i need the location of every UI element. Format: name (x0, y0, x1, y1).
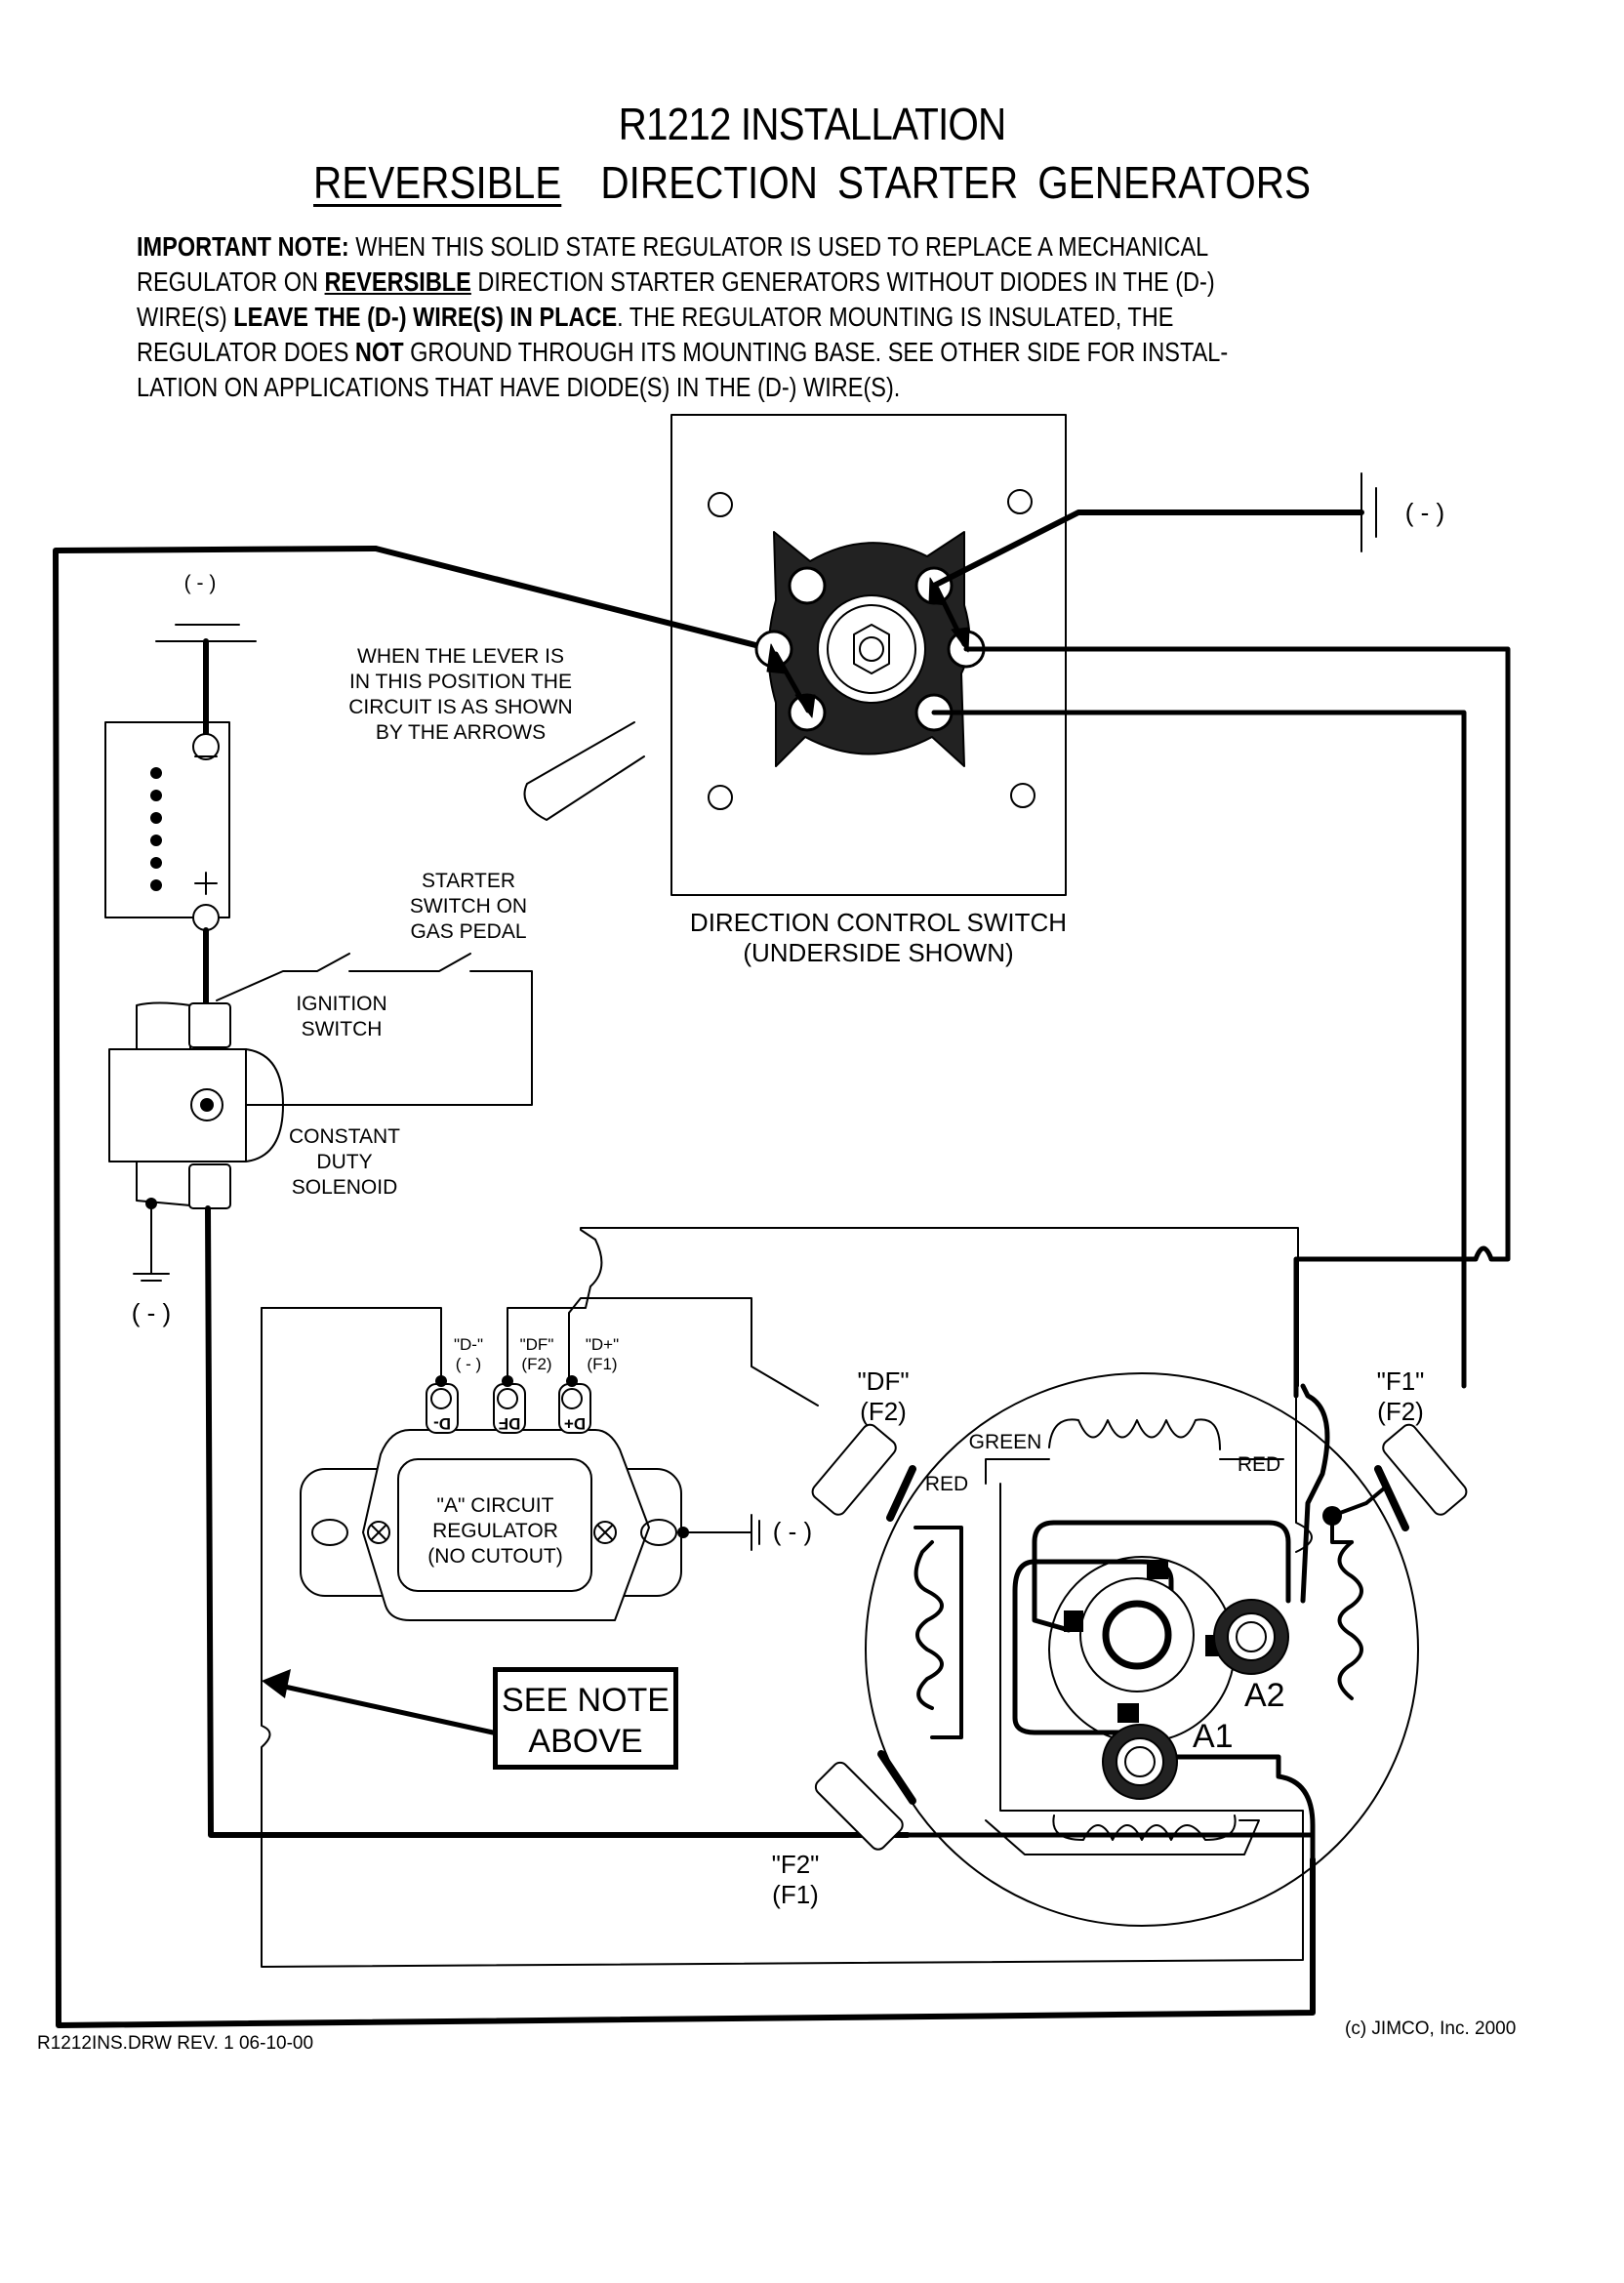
solenoid-line: SOLENOID (291, 1176, 398, 1199)
battery (104, 721, 230, 918)
terminal-alias: (F2) (860, 1397, 907, 1426)
generator-housing (865, 1372, 1419, 1927)
regulator-line: "A" CIRCUIT (436, 1494, 554, 1517)
terminal-alias: (F1) (772, 1880, 819, 1909)
terminal-alias: (F1) (587, 1355, 618, 1373)
note-label: IMPORTANT NOTE: (137, 231, 349, 262)
wire-red-left-label: RED (924, 1473, 969, 1495)
ignition-switch-line: SWITCH (301, 1018, 383, 1040)
see-note-box: SEE NOTE ABOVE (493, 1667, 678, 1770)
lever-note: WHEN THE LEVER IS IN THIS POSITION THE C… (334, 644, 588, 746)
terminal-name: "DF" (519, 1335, 554, 1354)
regulator-line: (NO CUTOUT) (427, 1545, 563, 1568)
wire-green-label: GREEN (968, 1431, 1042, 1453)
starter-switch-label: STARTER SWITCH ON GAS PEDAL (390, 869, 547, 945)
terminal-alias: (F2) (521, 1355, 552, 1373)
field-coil-left (914, 1540, 944, 1710)
note-text-3: . THE REGULATOR MOUNTING IS INSULATED, T… (137, 302, 1174, 367)
field-coil-bottom (1052, 1814, 1237, 1841)
note-emph-not: NOT (354, 337, 404, 367)
regulator-ground-label: ( - ) (772, 1517, 813, 1546)
wire-outer-loop (53, 546, 1316, 2028)
important-note: IMPORTANT NOTE: WHEN THIS SOLID STATE RE… (137, 229, 1284, 405)
starter-switch-line: SWITCH ON (409, 895, 528, 917)
subtitle-reversible: REVERSIBLE (313, 157, 562, 208)
terminal-a1-label: A1 (1193, 1718, 1234, 1755)
note-emph-reversible: REVERSIBLE (324, 266, 471, 297)
copyright: (c) JIMCO, Inc. 2000 (1345, 2018, 1517, 2039)
starter-switch-line: STARTER (421, 870, 516, 892)
solenoid-body (108, 1048, 247, 1162)
wire-solenoid-generator (205, 1205, 911, 1838)
wire-switch-right2 (931, 710, 1467, 1389)
solenoid-label: CONSTANT DUTY SOLENOID (281, 1124, 408, 1201)
reg-terminal-dminus-label: "D-" ( - ) (444, 1335, 493, 1374)
lever-note-line: BY THE ARROWS (375, 721, 547, 744)
wire-switch-left (373, 546, 774, 652)
reg-terminal-dplus-label: "D+" (F1) (578, 1335, 627, 1374)
note-text-2: DIRECTION STARTER GENERATORS WITHOUT DIO… (137, 266, 1215, 332)
reg-terminal-df-label: "DF" (F2) (512, 1335, 561, 1374)
terminal-alias: ( - ) (455, 1355, 482, 1373)
note-emph-leave: LEAVE THE (D-) WIRE(S) IN PLACE (233, 302, 618, 332)
terminal-a2-label: A2 (1244, 1677, 1285, 1714)
battery-ground-label: ( - ) (183, 572, 217, 594)
subtitle-rest: DIRECTION STARTER GENERATORS (600, 157, 1311, 208)
starter-switch-line: GAS PEDAL (410, 920, 527, 943)
switch-ground-label: ( - ) (1404, 498, 1445, 527)
gen-f2-label: "F2" (F1) (751, 1850, 839, 1910)
note-text-4: GROUND THROUGH ITS MOUNTING BASE. SEE OT… (137, 337, 1229, 402)
wire-thin-loop (261, 1307, 1304, 1968)
see-note-line: ABOVE (528, 1723, 643, 1760)
regulator-label: "A" CIRCUIT REGULATOR (NO CUTOUT) (410, 1493, 581, 1570)
gen-f1-label: "F1" (F2) (1357, 1366, 1444, 1427)
switch-lever (523, 721, 645, 821)
ignition-switch-label: IGNITION SWITCH (283, 992, 400, 1042)
ignition-switch (216, 953, 350, 1001)
field-coil-top (1048, 1418, 1221, 1450)
solenoid-line: CONSTANT (289, 1125, 400, 1148)
reg-tab-dplus: D+ (563, 1414, 587, 1433)
ignition-switch-line: IGNITION (296, 993, 387, 1015)
terminal-name: "DF" (857, 1366, 910, 1396)
solenoid-ground-label: ( - ) (131, 1298, 172, 1327)
terminal-name: "F1" (1376, 1366, 1425, 1396)
gen-df-label: "DF" (F2) (839, 1366, 927, 1427)
reg-tab-dminus: D- (433, 1414, 451, 1433)
note-text-1: WHEN THIS SOLID STATE REGULATOR IS USED … (137, 231, 1208, 297)
see-note-line: SEE NOTE (502, 1682, 670, 1719)
direction-switch-label: DIRECTION CONTROL SWITCH (UNDERSIDE SHOW… (664, 908, 1093, 968)
terminal-name: "F2" (771, 1850, 820, 1879)
lever-note-line: WHEN THE LEVER IS (357, 645, 564, 668)
document-title: R1212 INSTALLATION (618, 99, 1006, 149)
direction-switch-plate (670, 414, 1067, 896)
drawing-reference: R1212INS.DRW REV. 1 06-10-00 (37, 2033, 314, 2054)
starter-switch (348, 953, 471, 972)
terminal-name: "D-" (453, 1335, 483, 1354)
wire-switch-ground (931, 510, 1364, 589)
lever-note-line: CIRCUIT IS AS SHOWN (348, 696, 573, 718)
lever-note-line: IN THIS POSITION THE (349, 671, 572, 693)
solenoid-line: DUTY (316, 1151, 373, 1173)
reg-tab-df: DF (498, 1414, 521, 1433)
wire-red-right-label: RED (1237, 1453, 1281, 1476)
wire-a2-right (1300, 1383, 1330, 1604)
regulator-line: REGULATOR (432, 1520, 558, 1542)
see-note-arrow (268, 1681, 496, 1735)
terminal-name: "D+" (585, 1335, 620, 1354)
direction-switch-subtitle: (UNDERSIDE SHOWN) (743, 938, 1014, 967)
field-coil-right (1337, 1540, 1363, 1700)
document-subtitle: REVERSIBLE DIRECTION STARTER GENERATORS (98, 156, 1526, 209)
wire-switch-right1 (963, 646, 1511, 1399)
terminal-alias: (F2) (1377, 1397, 1424, 1426)
direction-switch-title: DIRECTION CONTROL SWITCH (689, 908, 1068, 937)
